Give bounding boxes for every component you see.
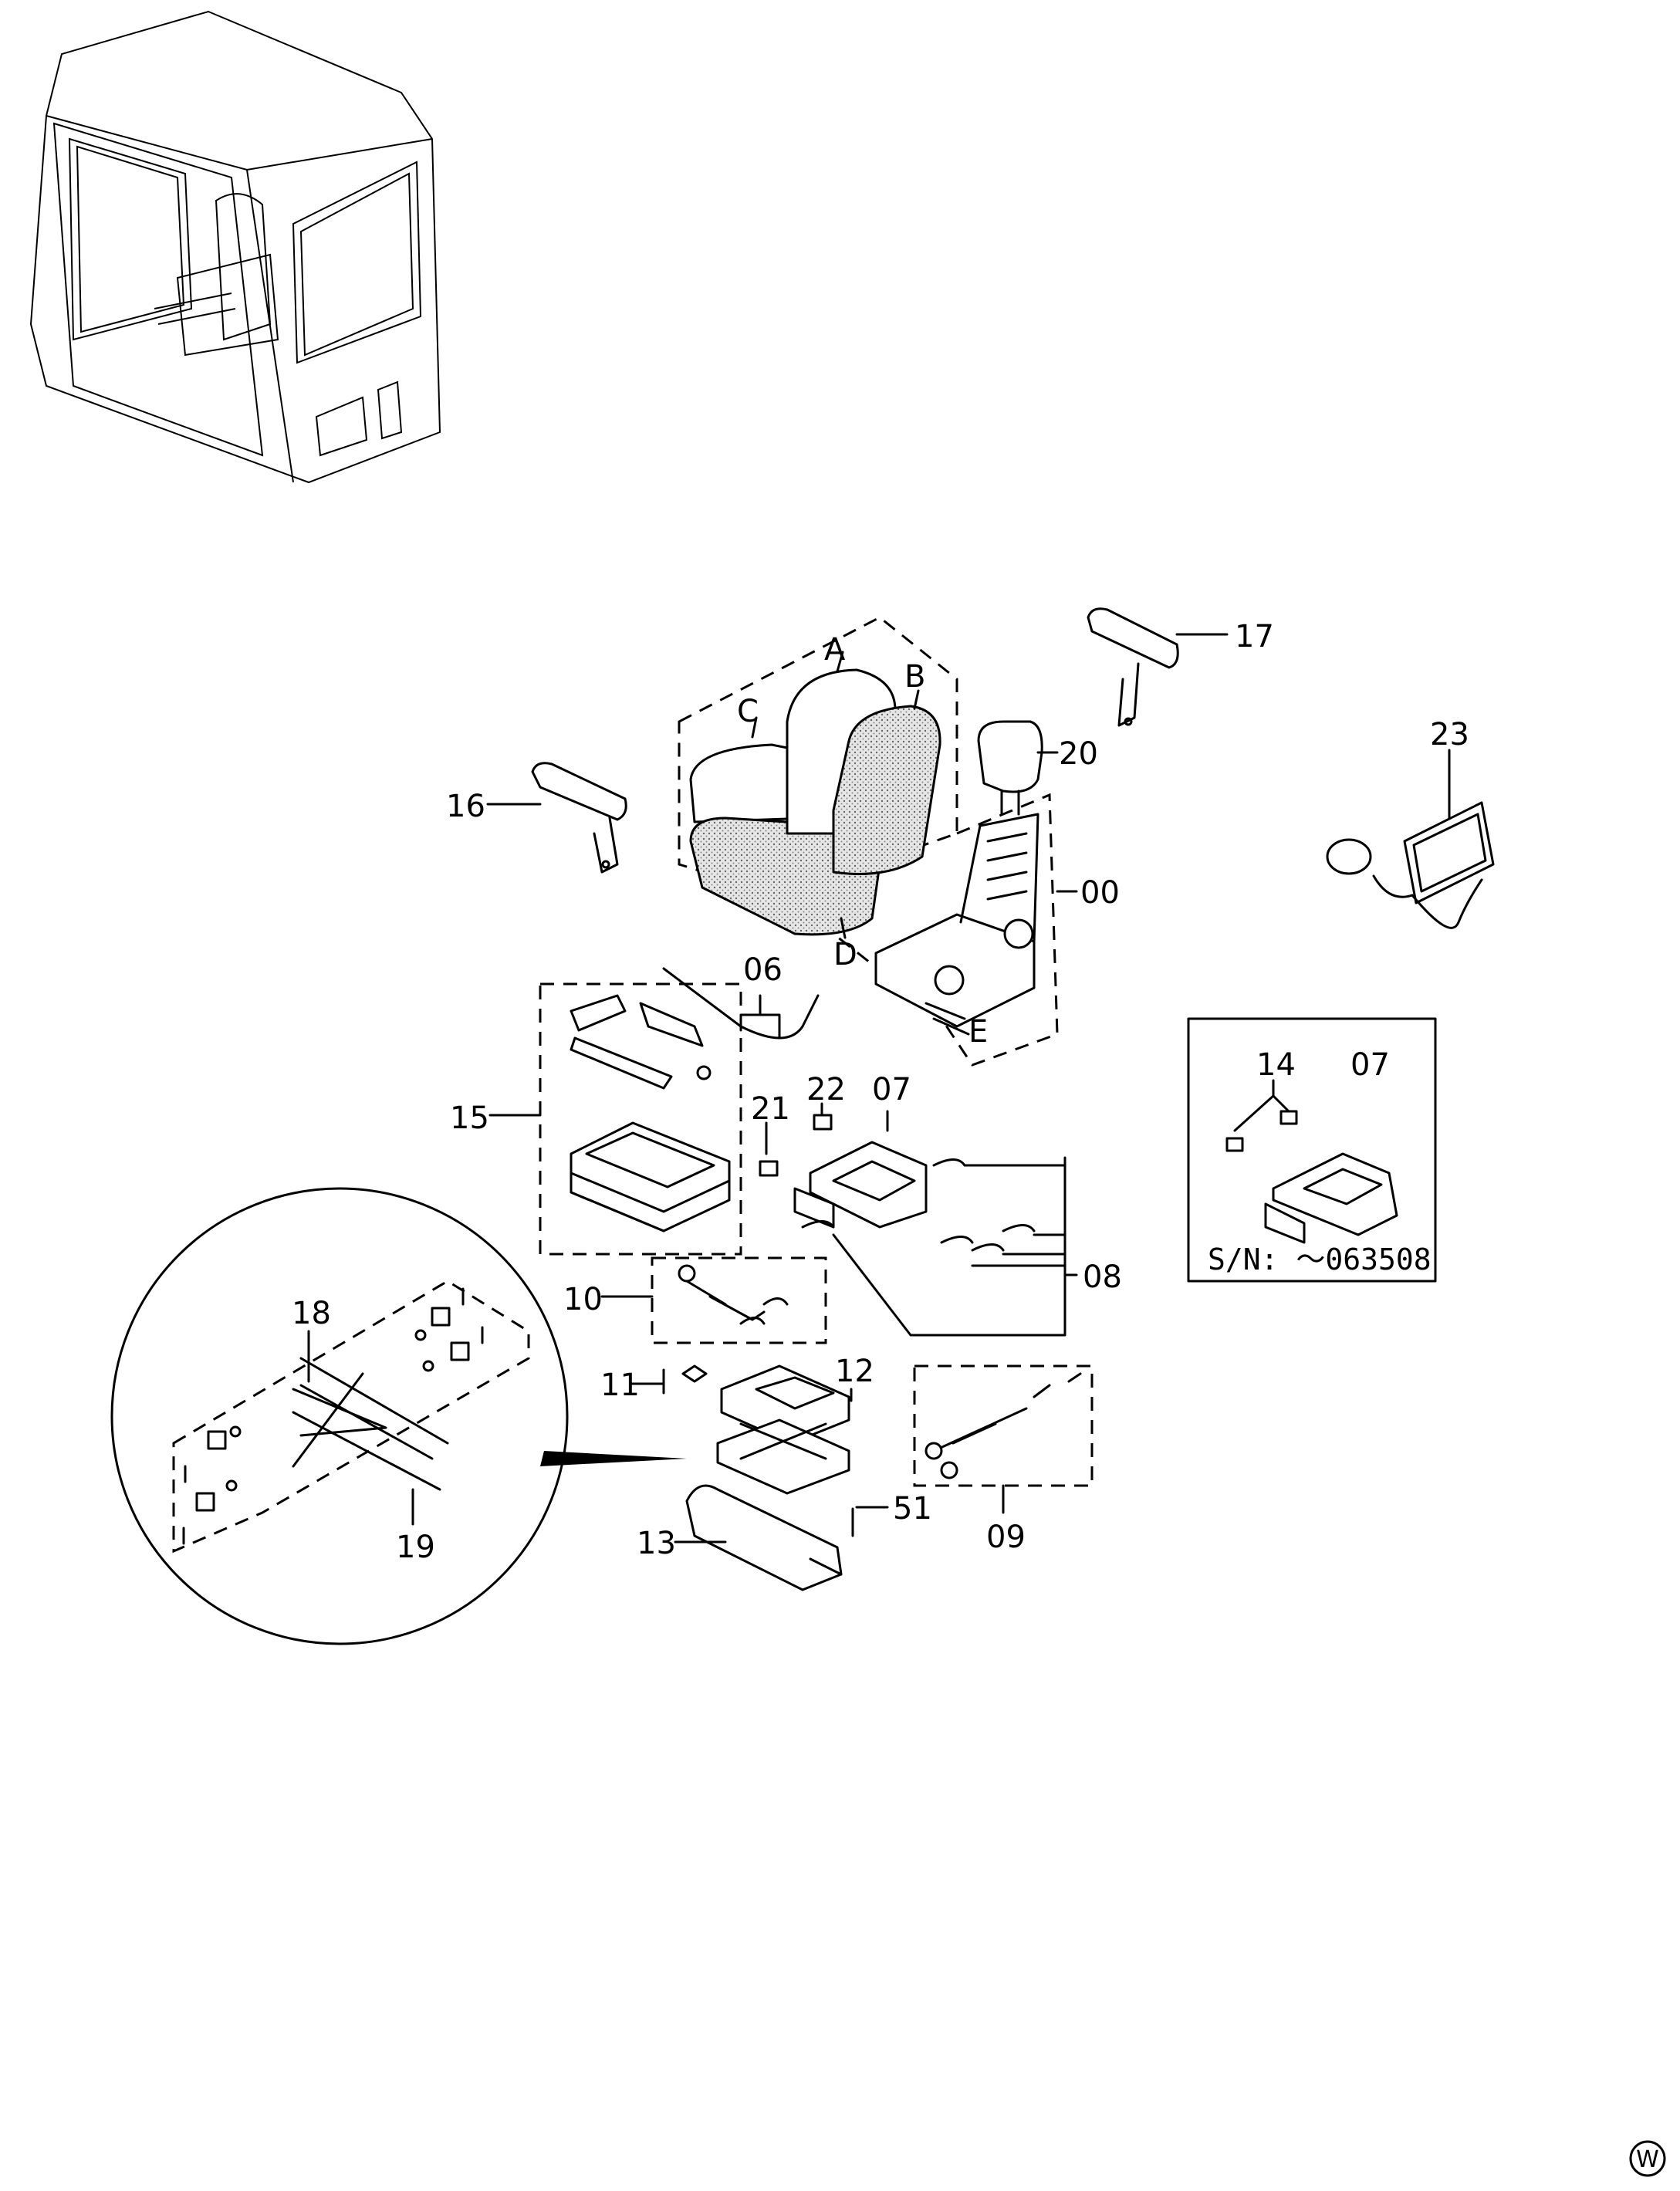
callout-16: 16 [446,789,485,824]
lumbar-support-pump [1326,801,1495,929]
callout-leaders [307,633,1451,1544]
corner-mark-text: W [1636,2146,1659,2173]
callout-labels: 17 16 20 00 23 A B C D E 06 07 22 21 15 … [292,619,1469,1565]
callout-18: 18 [292,1296,331,1331]
callout-00: 00 [1080,875,1120,911]
callout-08: 08 [1083,1259,1122,1295]
detail-view [110,1187,687,1645]
callout-C: C [737,694,759,729]
armrest-right [1087,607,1179,727]
callout-D: D [833,937,857,972]
callout-06: 06 [743,952,783,988]
callout-E: E [968,1014,988,1050]
callout-22: 22 [806,1072,846,1107]
callout-20: 20 [1059,736,1098,772]
callout-19: 19 [396,1530,435,1565]
callout-15: 15 [450,1101,489,1136]
serial-number-label: S/N: ～063508 [1208,1243,1432,1276]
callout-11: 11 [600,1368,640,1403]
seat-frame-assembly [833,720,1059,1067]
callout-21: 21 [751,1091,790,1127]
callout-12: 12 [835,1354,874,1389]
adjustment-kit [651,1256,827,1344]
callout-17: 17 [1235,619,1274,654]
serial-number-inset [1187,1017,1437,1283]
callout-10: 10 [563,1282,603,1317]
callout-09: 09 [986,1520,1026,1555]
suspension-base [759,1114,1066,1337]
circled-letter-icon: W [1629,2140,1666,2177]
callout-51: 51 [893,1491,932,1527]
callout-23: 23 [1430,717,1469,752]
callout-14: 14 [1256,1047,1296,1083]
seat-cushion-assembly [678,616,958,939]
armrest-left [531,762,627,874]
slide-rail-assembly [539,967,820,1256]
cab-location-sketch [29,10,441,484]
callout-07: 07 [872,1072,911,1107]
callout-07-inset: 07 [1350,1047,1390,1083]
scissor-suspension [681,1364,1094,1591]
callout-A: A [824,632,846,668]
callout-B: B [904,659,925,695]
callout-13: 13 [637,1526,676,1561]
